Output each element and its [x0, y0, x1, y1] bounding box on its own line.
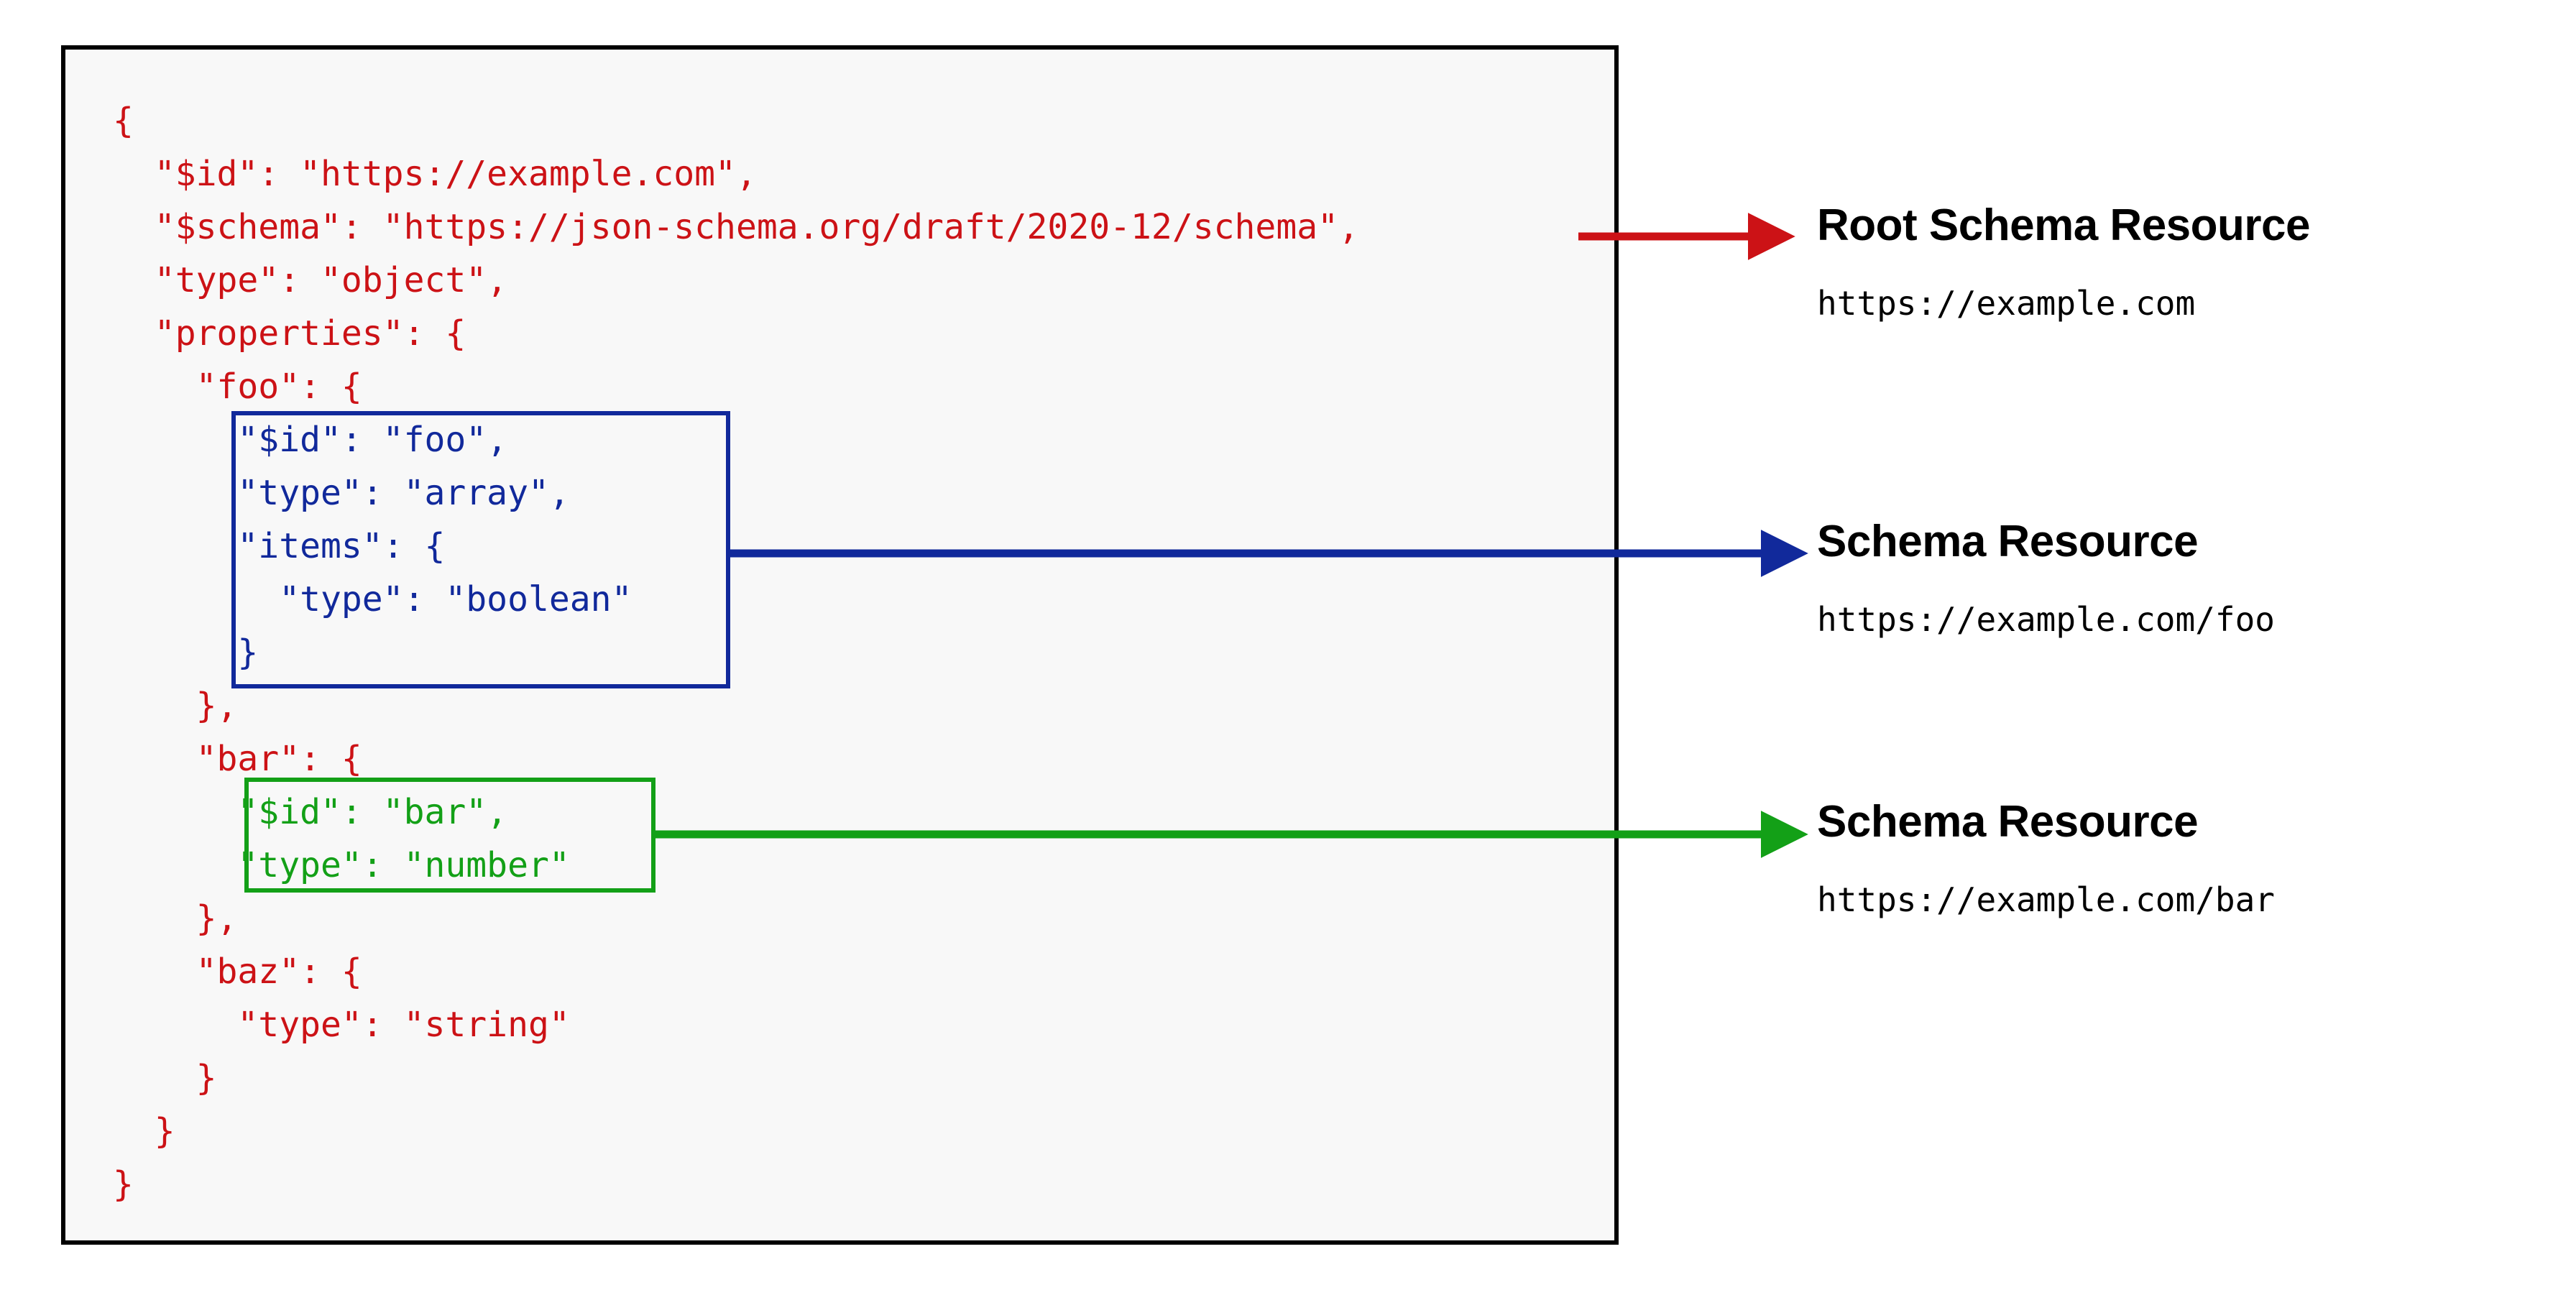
code-line: "$id": "foo",	[113, 420, 508, 460]
code-line: "bar": {	[113, 739, 362, 779]
code-line: "properties": {	[113, 313, 466, 354]
code-line: "foo": {	[113, 367, 362, 407]
code-line: },	[113, 898, 238, 939]
code-line: "items": {	[113, 526, 446, 566]
code-line: }	[113, 1058, 217, 1098]
code-line: }	[113, 632, 259, 673]
code-panel: { "$id": "https://example.com", "$schema…	[61, 45, 1619, 1245]
code-line: "type": "number"	[113, 845, 570, 885]
code-line: "$id": "bar",	[113, 792, 508, 832]
code-line: "type": "boolean"	[113, 579, 632, 619]
annotation-url: https://example.com	[1817, 284, 2196, 323]
annotation-title: Schema Resource	[1817, 517, 2199, 566]
annotation-bar-schema-resource: Schema Resource https://example.com/bar	[1817, 796, 2275, 920]
code-line: {	[113, 101, 134, 141]
annotation-url: https://example.com/bar	[1817, 880, 2275, 919]
annotation-title: Schema Resource	[1817, 797, 2199, 847]
json-schema-code: { "$id": "https://example.com", "$schema…	[113, 94, 1359, 1211]
code-line: }	[113, 1164, 134, 1204]
code-line: "$id": "https://example.com",	[113, 154, 757, 194]
code-line: "$schema": "https://json-schema.org/draf…	[113, 207, 1359, 247]
code-line: "type": "string"	[113, 1005, 570, 1045]
code-line: }	[113, 1111, 175, 1151]
code-line: "type": "array",	[113, 473, 570, 513]
annotation-title: Root Schema Resource	[1817, 201, 2311, 250]
annotation-root-schema-resource: Root Schema Resource https://example.com	[1817, 200, 2311, 323]
annotation-foo-schema-resource: Schema Resource https://example.com/foo	[1817, 516, 2275, 640]
code-line: },	[113, 686, 238, 726]
code-line: "type": "object",	[113, 260, 508, 300]
code-line: "baz": {	[113, 951, 362, 992]
annotation-url: https://example.com/foo	[1817, 600, 2275, 639]
